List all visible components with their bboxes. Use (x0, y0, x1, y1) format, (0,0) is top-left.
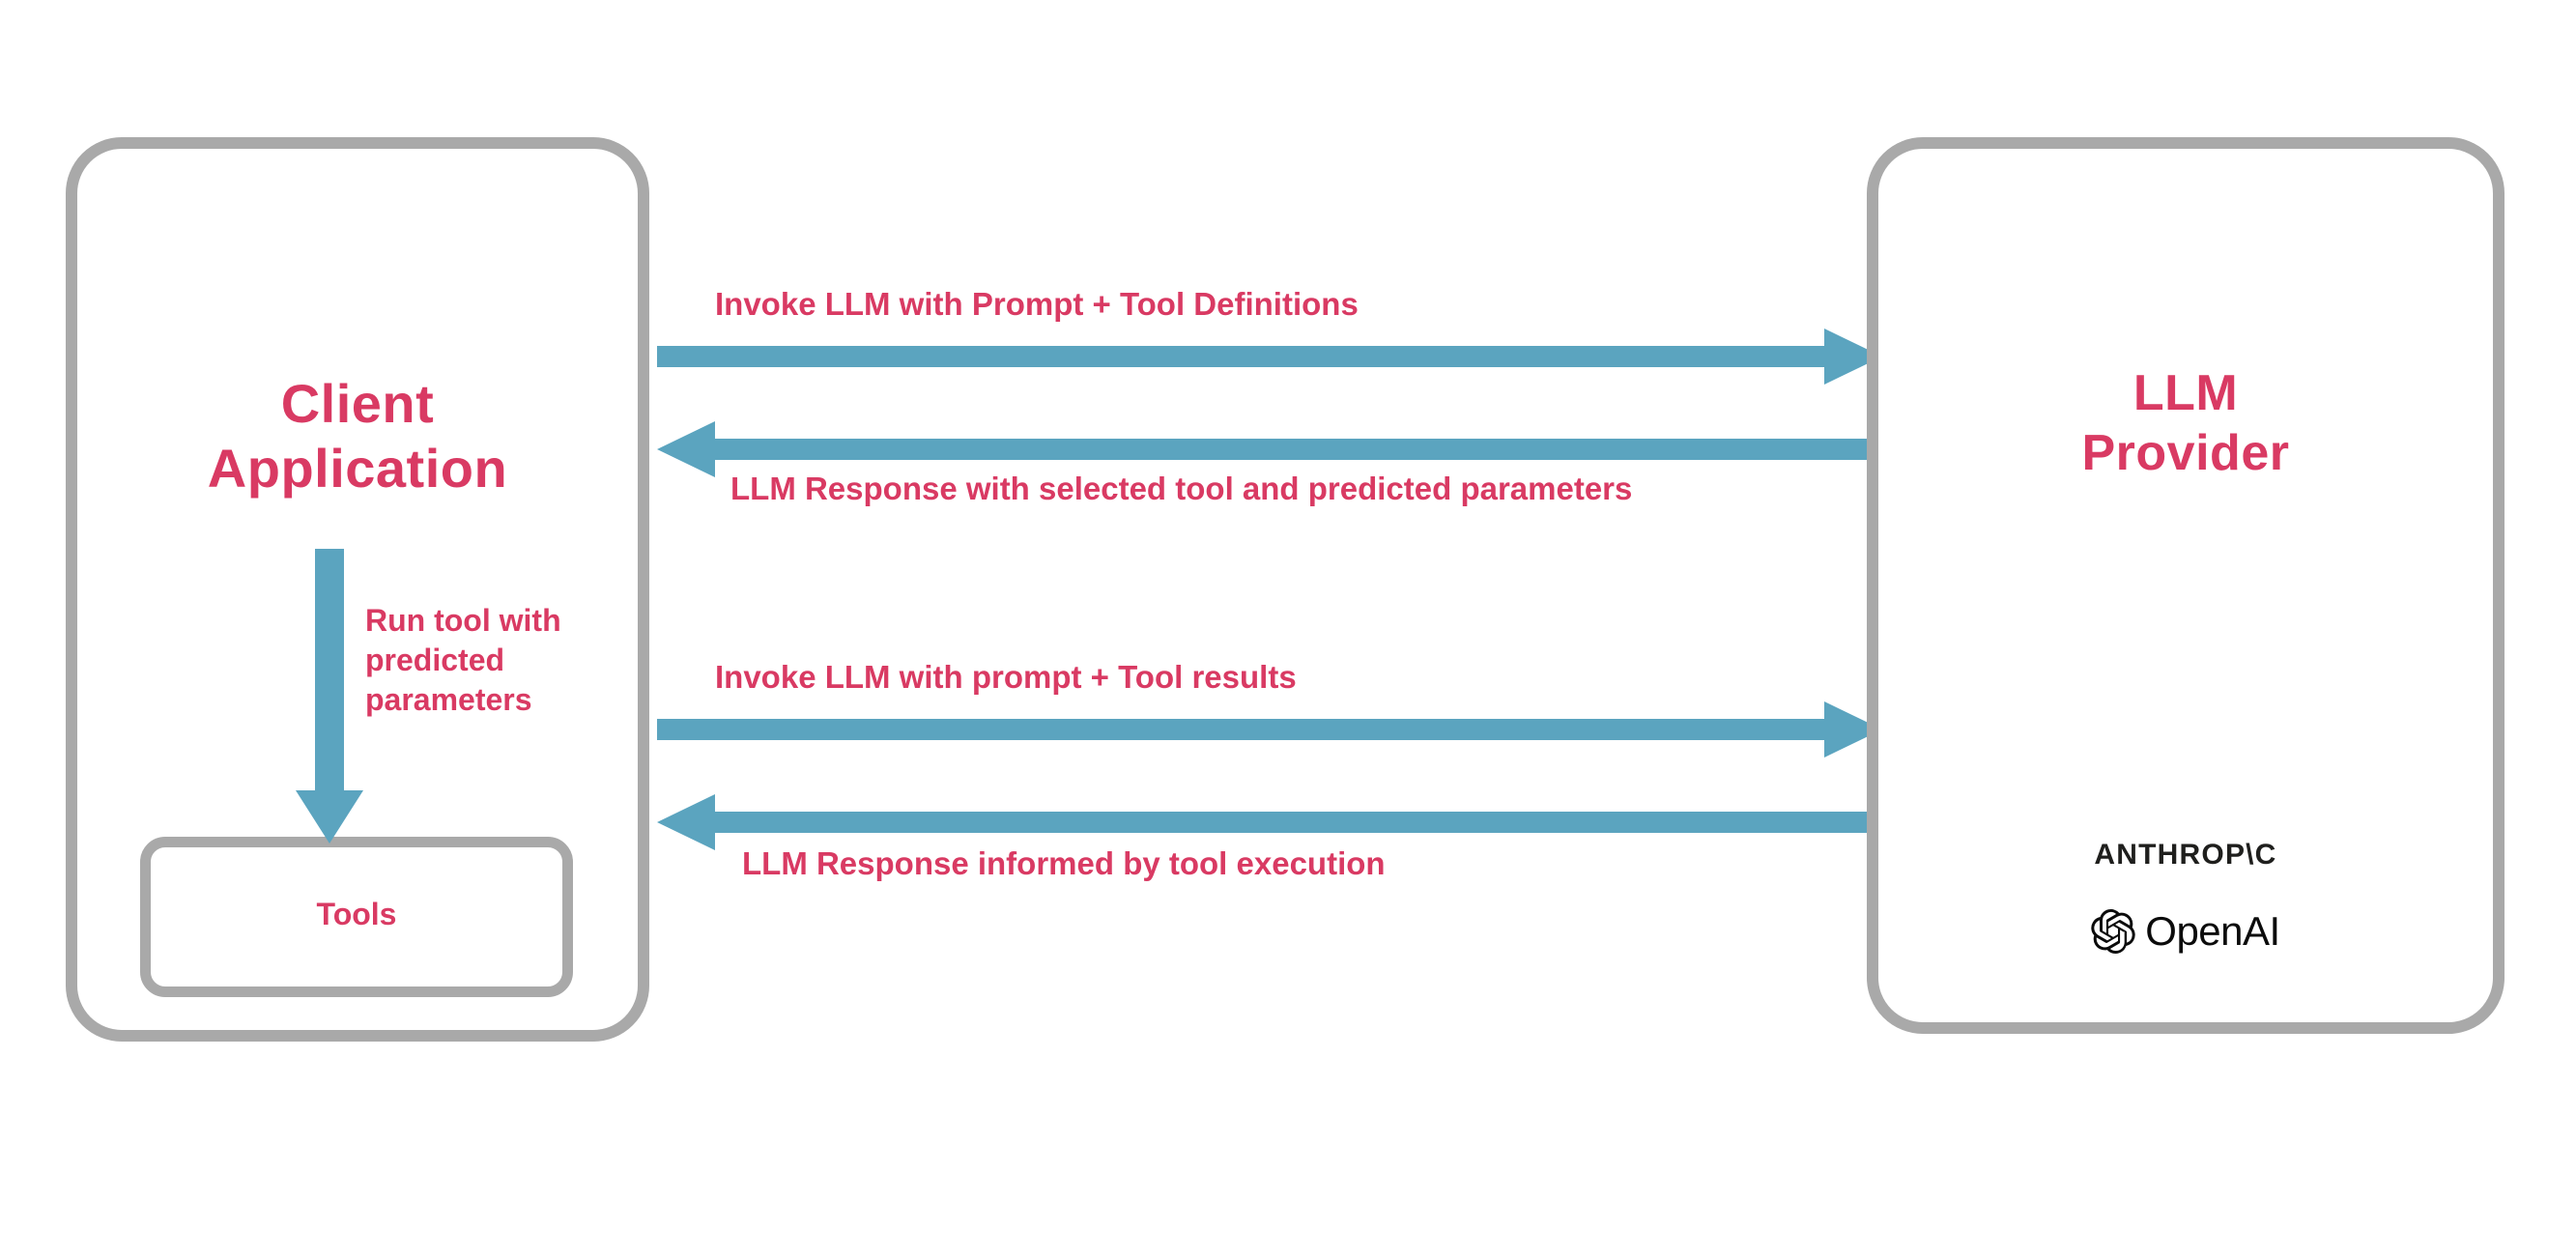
anthropic-logo: ANTHROP\C (2094, 839, 2277, 871)
client-title-line-2: Application (207, 438, 508, 500)
tools-label: Tools (316, 897, 397, 931)
arrow-response-informed-by-tool (657, 794, 1882, 850)
llm-provider-box[interactable] (1867, 137, 2504, 1034)
openai-logo: OpenAI (1867, 908, 2504, 955)
arrow-invoke-tool-results (657, 701, 1882, 758)
arrow-response-selected-tool (657, 421, 1882, 477)
client-application-title: Client Application (66, 371, 649, 500)
llm-provider-title: LLM Provider (1867, 363, 2504, 484)
arrow-label-invoke-tool-results: Invoke LLM with prompt + Tool results (715, 659, 1297, 695)
provider-title-line-1: LLM (2132, 365, 2239, 421)
arrow-label-run-tool: Run tool with predicted parameters (365, 603, 561, 717)
arrow-run-tool (296, 549, 363, 843)
arrow-label-response-informed-by-tool: LLM Response informed by tool execution (742, 845, 1386, 881)
openai-wordmark: OpenAI (2145, 908, 2280, 954)
provider-title-line-2: Provider (2081, 425, 2290, 482)
arrow-invoke-tool-definitions (657, 329, 1882, 385)
openai-flower-icon (2091, 909, 2135, 954)
tools-box[interactable] (140, 837, 573, 997)
client-title-line-1: Client (280, 373, 435, 434)
arrow-label-response-selected-tool: LLM Response with selected tool and pred… (730, 471, 1633, 506)
arrow-label-invoke-tool-definitions: Invoke LLM with Prompt + Tool Definition… (715, 286, 1359, 322)
